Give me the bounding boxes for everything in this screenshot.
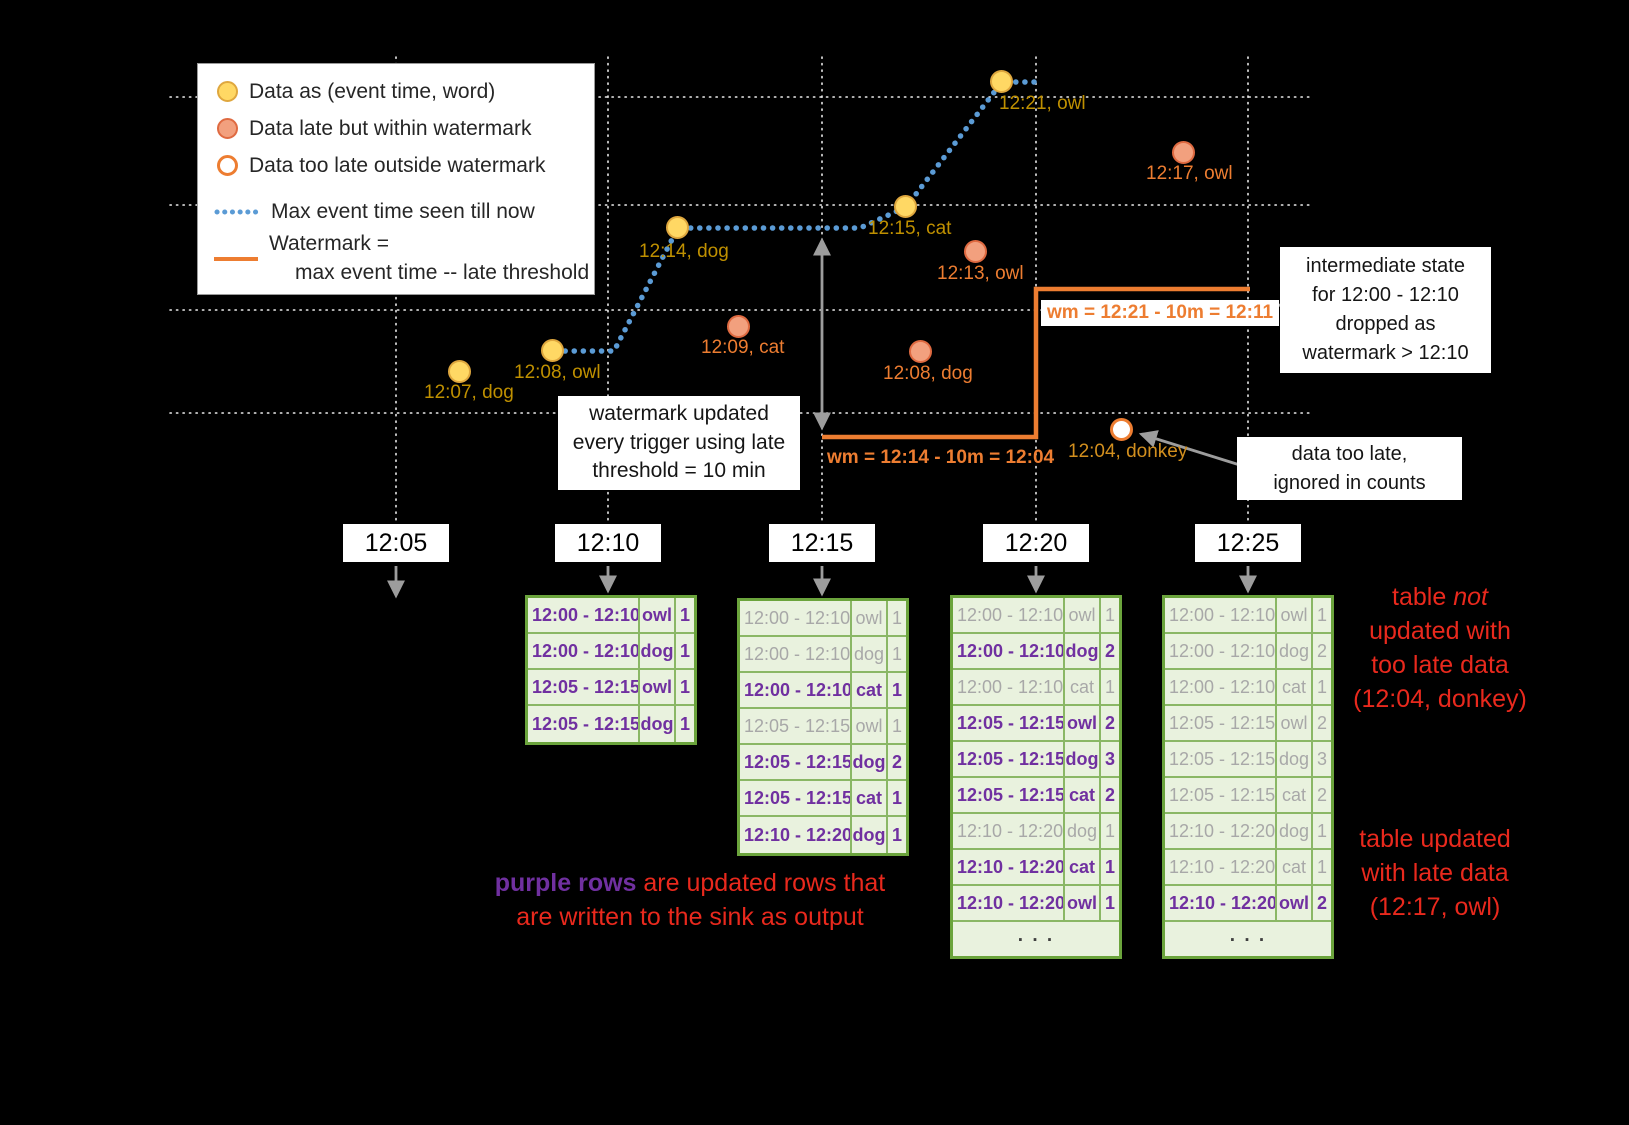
too-late-ring-icon [217, 155, 238, 176]
table-updated-late-note: table updated with late data (12:17, owl… [1345, 822, 1525, 924]
note-line: data too late, [1291, 442, 1408, 465]
legend-label-too-late: Data too late outside watermark [249, 153, 546, 177]
watermark-updated-note: watermark updated every trigger using la… [558, 396, 800, 490]
too-late-note: data too late, ignored in counts [1237, 437, 1462, 500]
legend-item-too-late: Data too late outside watermark [214, 147, 594, 184]
late-dot-icon [217, 118, 238, 139]
too-late-arrow [1138, 430, 1244, 468]
legend: Data as (event time, word) Data late but… [197, 63, 595, 295]
upd-note-l3: (12:17, owl) [1369, 893, 1501, 921]
legend-item-watermark: Watermark = max event time -- late thres… [214, 230, 594, 288]
legend-item-max-event-time: Max event time seen till now [214, 193, 594, 230]
not-note-l1a: table [1392, 583, 1454, 611]
upd-note-l2: with late data [1361, 859, 1509, 887]
gray-arrows [386, 237, 1285, 599]
table-not-updated-note: table not updated with too late data (12… [1342, 580, 1538, 716]
not-note-l2: updated with [1369, 617, 1511, 645]
note-line: for 12:00 - 12:10 [1312, 284, 1459, 306]
legend-label-max-event-time: Max event time seen till now [271, 199, 535, 223]
purple-note-rest: are updated rows that [636, 869, 886, 897]
dotted-line-icon [214, 209, 260, 214]
on-time-dot-icon [217, 81, 238, 102]
intermediate-state-note: intermediate state for 12:00 - 12:10 dro… [1280, 247, 1491, 373]
not-note-l4: (12:04, donkey) [1353, 685, 1527, 713]
legend-label-late: Data late but within watermark [249, 116, 532, 140]
watermark-line-icon [214, 257, 258, 261]
note-line: threshold = 10 min [592, 459, 766, 483]
legend-label-watermark-2: max event time -- late threshold [295, 261, 590, 284]
watermark-value-label-1204: wm = 12:14 - 10m = 12:04 [827, 447, 1055, 468]
legend-label-watermark-1: Watermark = [269, 232, 389, 256]
not-note-l1b: not [1453, 583, 1488, 611]
note-line: watermark > 12:10 [1302, 342, 1469, 364]
purple-note-line2: are written to the sink as output [516, 903, 864, 931]
upd-note-l1: table updated [1359, 825, 1511, 853]
note-line: watermark updated [589, 402, 769, 426]
legend-item-on-time: Data as (event time, word) [214, 73, 594, 110]
legend-item-late: Data late but within watermark [214, 110, 594, 147]
not-note-l3: too late data [1371, 651, 1509, 679]
purple-rows-highlight: purple rows [494, 869, 637, 897]
note-line: ignored in counts [1273, 471, 1426, 494]
purple-rows-note: purple rows are updated rows that are wr… [440, 866, 940, 934]
max-event-time-line [553, 79, 1043, 354]
note-line: dropped as [1335, 313, 1436, 335]
note-line: every trigger using late [572, 430, 786, 454]
note-line: intermediate state [1306, 255, 1465, 277]
watermark-value-label-1211: wm = 12:21 - 10m = 12:11 [1041, 300, 1280, 326]
legend-label-on-time: Data as (event time, word) [249, 79, 496, 103]
watermark-line [822, 286, 1250, 440]
